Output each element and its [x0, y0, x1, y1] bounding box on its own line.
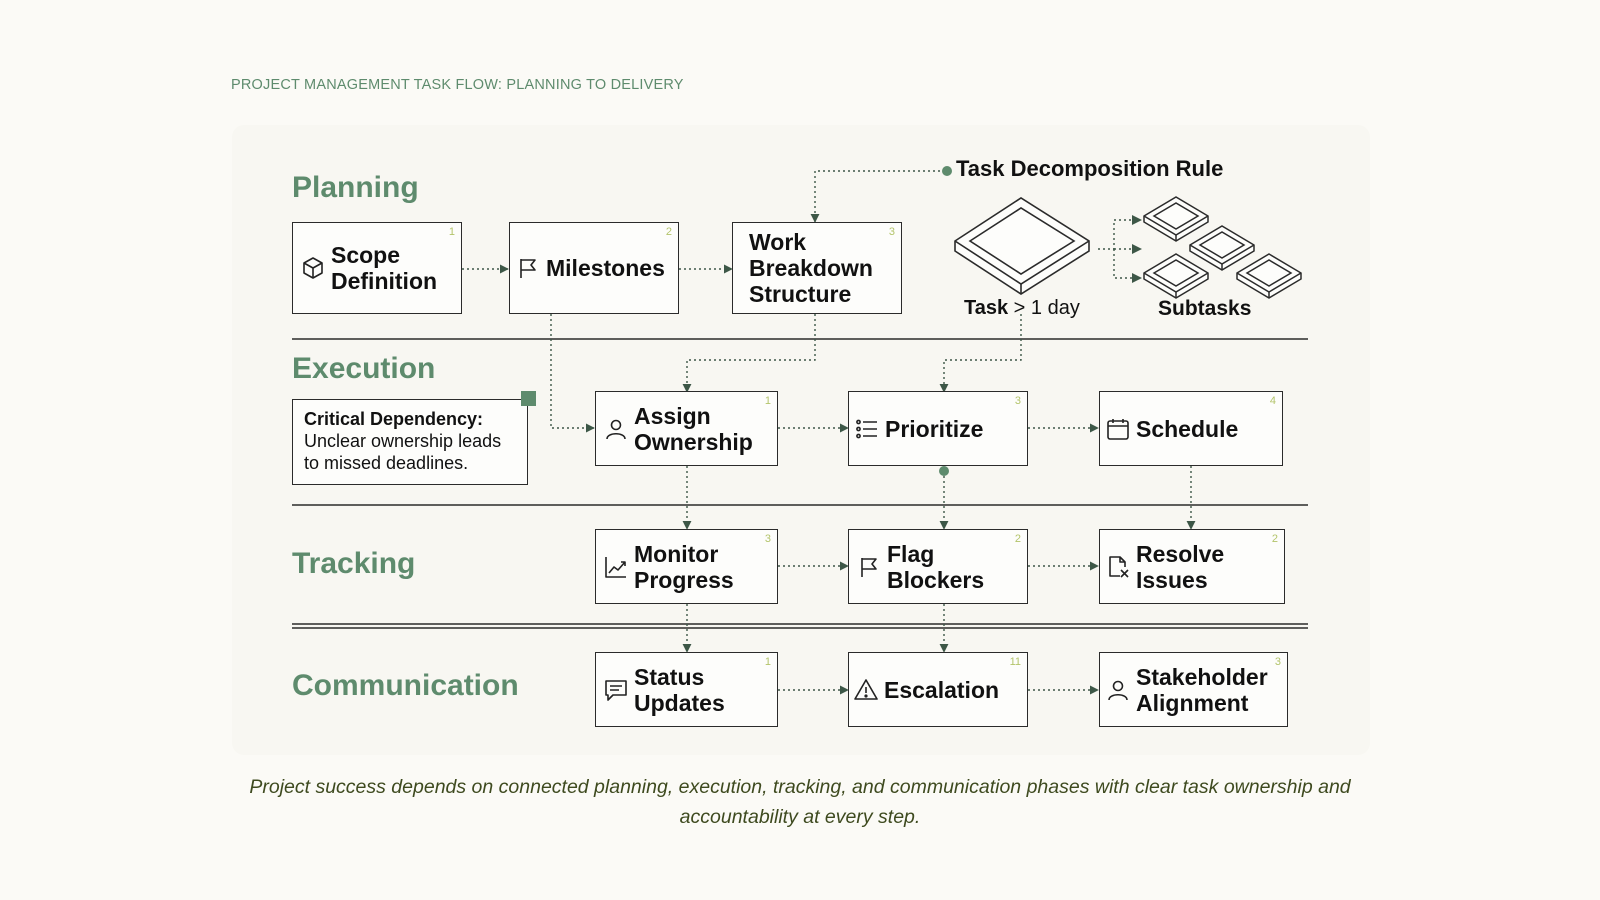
arrow-milestones-to-assign: [550, 314, 595, 433]
arrowhead-sub-2: [1132, 244, 1142, 254]
subtasks-label: Subtasks: [1158, 297, 1252, 320]
callout-title: Critical Dependency:: [304, 409, 484, 429]
list-icon: [856, 419, 877, 438]
task-condition: > 1 day: [1013, 297, 1080, 319]
node-label: Escalation: [884, 676, 1000, 703]
node-resolve-issues[interactable]: Resolve Issues 2: [1099, 529, 1285, 604]
rule-connector-dot: [942, 166, 952, 176]
node-label: Stakeholder Alignment: [1136, 663, 1268, 716]
prioritize-connector-dot: [939, 466, 949, 476]
node-label: Milestones: [546, 255, 665, 281]
decomposition-rule-title: Task Decomposition Rule: [956, 156, 1224, 181]
node-number: 1: [764, 395, 771, 407]
node-label: Schedule: [1136, 415, 1239, 442]
node-number: 2: [1014, 533, 1021, 545]
node-status-updates[interactable]: Status Updates 1: [595, 652, 778, 727]
node-label: Flag Blockers: [887, 540, 985, 593]
phase-label-planning: Planning: [292, 171, 419, 204]
calendar-icon: [1107, 418, 1129, 440]
diagram-caption: Project success depends on connected pla…: [249, 776, 1351, 828]
task-slab-illustration: [954, 197, 1090, 295]
node-number: 11: [1009, 656, 1021, 668]
critical-dependency-callout: Critical Dependency: Unclear ownership l…: [292, 391, 536, 485]
person-icon: [606, 419, 626, 439]
document-x-icon: [1109, 555, 1129, 578]
node-assign-ownership[interactable]: Assign Ownership 1: [595, 391, 778, 466]
node-label: Monitor Progress: [634, 540, 734, 593]
node-number: 2: [1271, 533, 1278, 545]
node-number: 3: [1014, 395, 1021, 407]
arrow-task-to-prioritize: [939, 314, 1022, 393]
node-stakeholder-alignment[interactable]: Stakeholder Alignment 3: [1099, 652, 1288, 727]
arrow-rule-to-wbs: [810, 170, 945, 223]
node-number: 3: [764, 533, 771, 545]
node-milestones[interactable]: Milestones 2: [509, 222, 679, 314]
warning-icon: [854, 678, 878, 700]
person-icon: [1108, 680, 1128, 700]
node-number: 1: [764, 656, 771, 668]
subtask-tiles-illustration: [1143, 196, 1302, 299]
node-scope-definition[interactable]: Scope Definition 1: [292, 222, 462, 314]
node-number: 4: [1269, 395, 1276, 407]
phase-label-execution: Execution: [292, 352, 436, 385]
node-label: Resolve Issues: [1136, 540, 1225, 593]
callout-corner-marker: [521, 391, 536, 406]
node-number: 1: [448, 226, 455, 238]
node-prioritize[interactable]: Prioritize 3: [848, 391, 1028, 466]
task-word: Task: [964, 297, 1009, 319]
task-size-label: Task > 1 day: [964, 297, 1080, 320]
node-number: 2: [665, 226, 672, 238]
phase-label-tracking: Tracking: [292, 547, 416, 580]
chat-icon: [605, 679, 627, 701]
node-monitor-progress[interactable]: Monitor Progress 3: [595, 529, 778, 604]
node-label: Prioritize: [885, 415, 984, 442]
node-label: Status Updates: [634, 663, 725, 716]
node-escalation[interactable]: Escalation 11: [848, 652, 1028, 727]
arrowhead-sub-3: [1132, 273, 1142, 283]
flag-icon: [861, 557, 877, 577]
node-label: Assign Ownership: [634, 402, 753, 455]
cube-icon: [303, 257, 323, 279]
node-number: 3: [1274, 656, 1281, 668]
arrowhead-sub-1: [1132, 215, 1142, 225]
node-work-breakdown-structure[interactable]: Work Breakdown Structure 3: [732, 222, 902, 314]
callout-body: Unclear ownership leads to missed deadli…: [304, 431, 502, 473]
phase-label-communication: Communication: [292, 669, 519, 702]
node-label: Work Breakdown Structure: [749, 229, 873, 307]
node-number: 3: [888, 226, 895, 238]
arrow-wbs-to-assign: [682, 314, 816, 393]
trend-chart-icon: [605, 556, 626, 578]
node-label: Scope Definition: [331, 242, 438, 294]
flag-icon: [520, 259, 536, 278]
node-schedule[interactable]: Schedule 4: [1099, 391, 1283, 466]
page-title: PROJECT MANAGEMENT TASK FLOW: PLANNING T…: [231, 77, 684, 93]
node-flag-blockers[interactable]: Flag Blockers 2: [848, 529, 1028, 604]
